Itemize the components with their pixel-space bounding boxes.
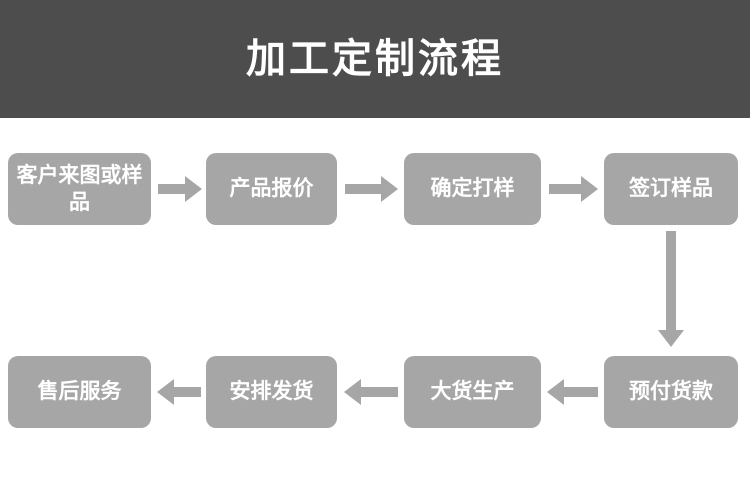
arrow-head — [185, 176, 202, 202]
arrow-head — [157, 379, 174, 405]
arrow-shaft — [666, 231, 676, 330]
arrow-head — [581, 176, 598, 202]
arrow-head — [344, 379, 361, 405]
flow-node-prepayment: 预付货款 — [604, 356, 738, 428]
page-title: 加工定制流程 — [246, 36, 504, 82]
arrow-shaft — [549, 184, 581, 194]
arrow-shaft — [158, 184, 185, 194]
flow-node-sign-sample: 签订样品 — [604, 153, 738, 225]
flow-node-customer-drawing: 客户来图或样品 — [8, 153, 151, 225]
arrow-right-icon — [549, 176, 598, 202]
arrow-head — [547, 379, 564, 405]
arrow-left-icon — [344, 379, 398, 405]
flow-node-confirm-sample: 确定打样 — [404, 153, 541, 225]
header-banner: 加工定制流程 — [0, 0, 750, 118]
arrow-right-icon — [345, 176, 398, 202]
flow-node-arrange-shipment: 安排发货 — [206, 356, 337, 428]
arrow-left-icon — [157, 379, 201, 405]
arrow-shaft — [361, 387, 398, 397]
arrow-shaft — [345, 184, 381, 194]
arrow-left-icon — [547, 379, 598, 405]
flow-node-product-quote: 产品报价 — [206, 153, 337, 225]
flow-diagram: 客户来图或样品 产品报价 确定打样 签订样品 预付货款 大货生产 安排发货 售后… — [0, 118, 750, 493]
arrow-down-icon — [658, 231, 684, 347]
flow-node-bulk-production: 大货生产 — [404, 356, 541, 428]
arrow-shaft — [564, 387, 598, 397]
arrow-head — [658, 330, 684, 347]
arrow-head — [381, 176, 398, 202]
arrow-shaft — [174, 387, 201, 397]
flow-node-after-sales: 售后服务 — [8, 356, 151, 428]
arrow-right-icon — [158, 176, 202, 202]
